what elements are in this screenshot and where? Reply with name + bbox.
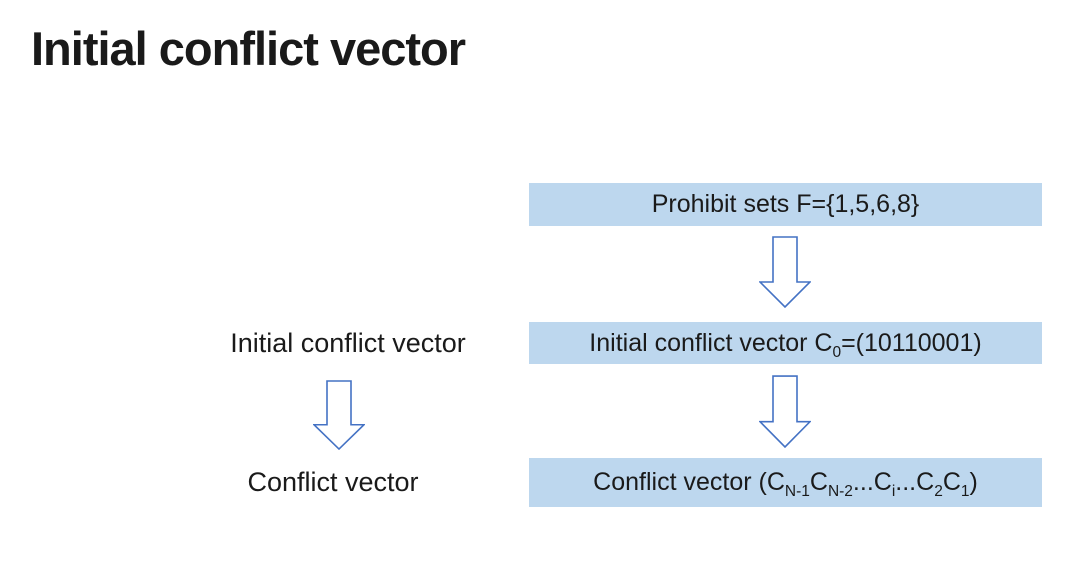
flow-box-prohibit-sets-label: Prohibit sets F={1,5,6,8}	[651, 190, 920, 218]
flow-box-conflict-vector-label: Conflict vector (CN-1CN-2...Ci...C2C1)	[593, 468, 978, 500]
down-arrow-icon	[759, 375, 811, 448]
flow-box-initial-conflict-vector: Initial conflict vector C0=(10110001)	[529, 322, 1042, 364]
flow-box-prohibit-sets: Prohibit sets F={1,5,6,8}	[529, 183, 1042, 226]
page-title: Initial conflict vector	[31, 22, 466, 75]
left-label-initial-conflict-vector: Initial conflict vector	[230, 328, 466, 358]
down-arrow-icon	[759, 236, 811, 308]
flow-box-conflict-vector: Conflict vector (CN-1CN-2...Ci...C2C1)	[529, 458, 1042, 507]
left-label-conflict-vector: Conflict vector	[247, 467, 419, 497]
down-arrow-icon	[313, 380, 365, 450]
flow-box-initial-conflict-vector-label: Initial conflict vector C0=(10110001)	[589, 328, 982, 361]
